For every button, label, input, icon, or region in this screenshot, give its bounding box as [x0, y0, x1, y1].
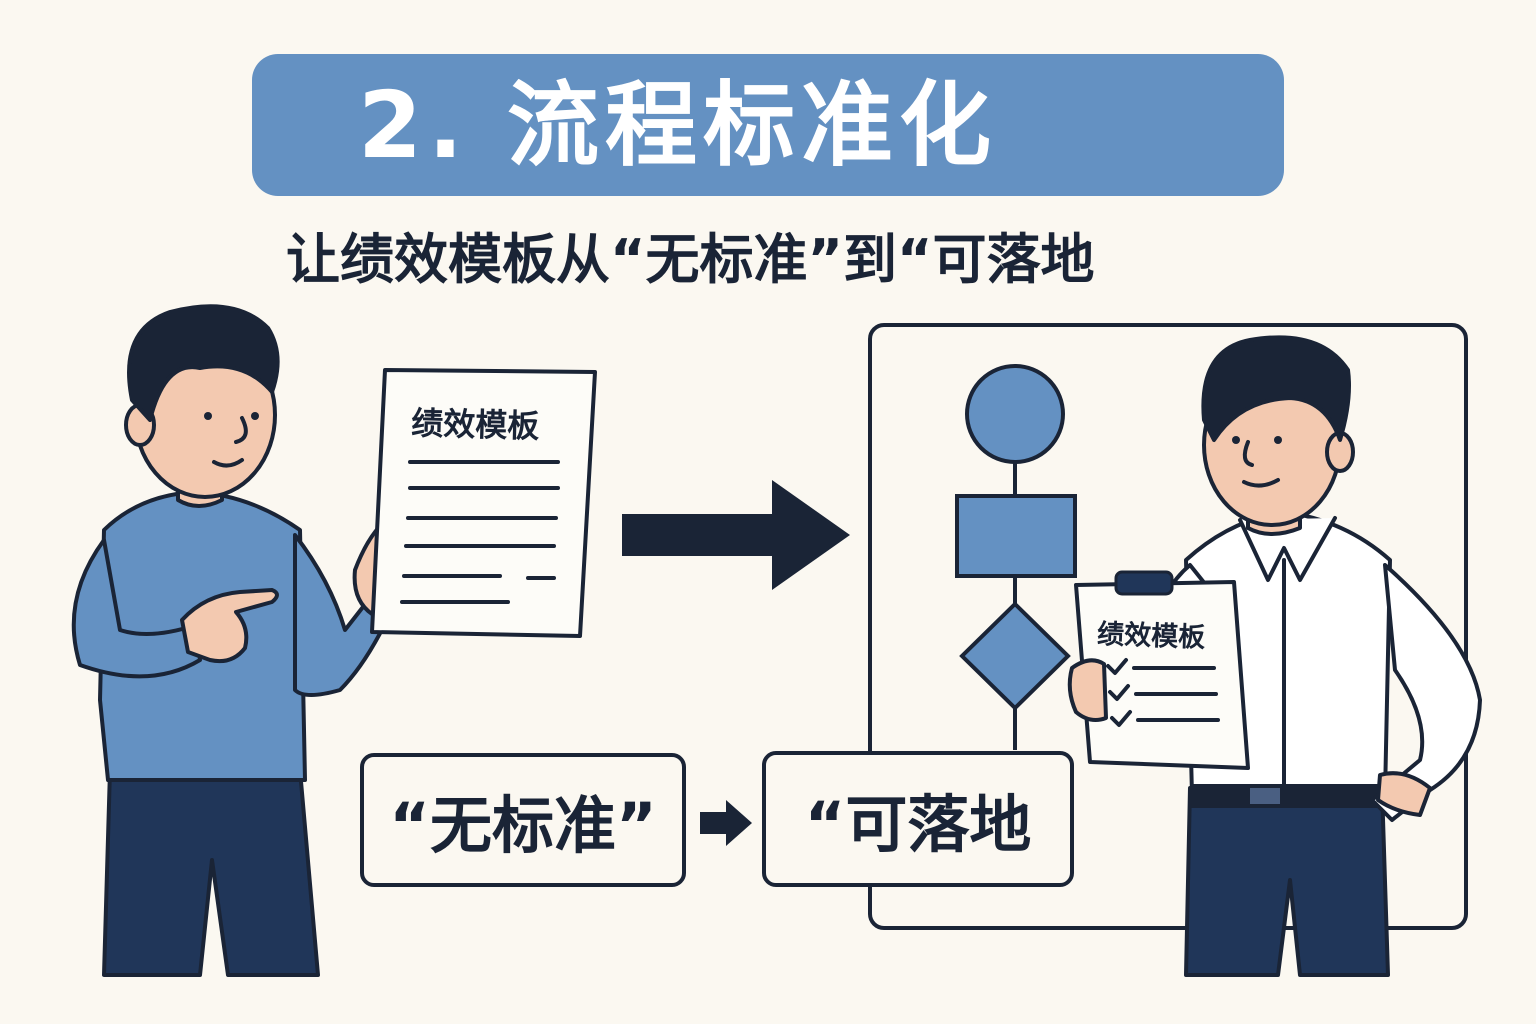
flowchart-circle-icon [965, 364, 1065, 464]
person-left [71, 304, 402, 977]
arrow-right-icon [622, 480, 850, 590]
hand-right [1067, 658, 1108, 722]
document-left-title: 绩效模板 [410, 403, 540, 446]
label-from: “无标准” [360, 753, 686, 887]
checkmark-icon [1106, 658, 1132, 727]
person-right [1148, 335, 1482, 977]
page-title: 2. 流程标准化 [358, 72, 997, 179]
flowchart-diamond-icon [959, 601, 1071, 711]
small-arrow-right-icon [700, 800, 752, 846]
label-to: “可落地 [762, 751, 1074, 887]
document-left [370, 368, 597, 638]
flowchart-rectangle-icon [955, 494, 1077, 578]
page-subtitle: 让绩效模板从“无标准”到“可落地 [286, 228, 1095, 291]
document-right-title: 绩效模板 [1096, 618, 1206, 654]
flowchart [955, 364, 1077, 750]
title-banner [252, 54, 1284, 196]
